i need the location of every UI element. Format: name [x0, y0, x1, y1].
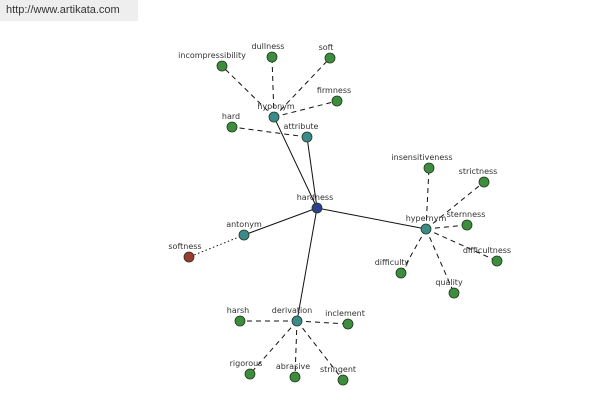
edge-derivation-inclement	[296, 320, 349, 325]
source-url: http://www.artikata.com	[0, 0, 138, 21]
node-firmness[interactable]: firmness	[317, 86, 351, 107]
node-label-abrasive: abrasive	[276, 362, 310, 371]
node-marker-attribute[interactable]	[301, 131, 313, 143]
node-difficultness[interactable]: difficultness	[463, 246, 511, 267]
edge-hardness-attribute	[306, 136, 318, 209]
node-marker-soft[interactable]	[324, 52, 336, 64]
node-label-soft: soft	[319, 43, 334, 52]
node-label-incompressibility: incompressibility	[178, 51, 246, 60]
node-marker-sternness[interactable]	[461, 219, 473, 231]
node-hardness[interactable]: hardness	[297, 193, 334, 214]
node-label-dullness: dullness	[252, 42, 285, 51]
node-label-quality: quality	[435, 278, 463, 287]
node-marker-difficulty[interactable]	[395, 267, 407, 279]
node-label-attribute: attribute	[284, 122, 319, 131]
edge-attribute-hard	[231, 126, 308, 138]
node-inclement[interactable]: inclement	[325, 309, 365, 330]
node-dullness[interactable]: dullness	[252, 42, 285, 63]
node-marker-firmness[interactable]	[331, 95, 343, 107]
node-attribute[interactable]: attribute	[284, 122, 319, 143]
edge-antonym-softness	[188, 234, 245, 258]
node-label-sternness: sternness	[447, 210, 486, 219]
node-label-difficultness: difficultness	[463, 246, 511, 255]
node-quality[interactable]: quality	[435, 278, 463, 299]
edge-hyponym-incompressibility	[221, 65, 275, 118]
edge-derivation-abrasive	[294, 320, 298, 378]
node-label-hyponym: hyponym	[257, 102, 295, 111]
node-label-hardness: hardness	[297, 193, 334, 202]
node-label-insensitiveness: insensitiveness	[391, 153, 452, 162]
node-label-hypernym: hypernym	[406, 214, 447, 223]
edge-hypernym-insensitiveness	[425, 167, 430, 230]
node-label-derivation: derivation	[272, 306, 312, 315]
node-marker-hard[interactable]	[226, 121, 238, 133]
node-hypernym[interactable]: hypernym	[406, 214, 447, 235]
edge-derivation-stringent	[296, 320, 344, 381]
node-hard[interactable]: hard	[222, 112, 240, 133]
edge-hypernym-strictness	[425, 181, 485, 230]
node-difficulty[interactable]: difficulty	[375, 258, 410, 279]
node-harsh[interactable]: harsh	[227, 306, 250, 327]
node-marker-antonym[interactable]	[238, 229, 250, 241]
node-insensitiveness[interactable]: insensitiveness	[391, 153, 453, 174]
node-hyponym[interactable]: hyponym	[257, 102, 295, 123]
edge-hypernym-sternness	[425, 224, 468, 230]
node-label-softness: softness	[168, 242, 201, 251]
edge-hardness-antonym	[243, 207, 318, 236]
node-soft[interactable]: soft	[319, 43, 336, 64]
node-marker-hyponym[interactable]	[268, 111, 280, 123]
node-label-rigorous: rigorous	[230, 359, 263, 368]
edge-hyponym-dullness	[271, 56, 275, 118]
node-marker-softness[interactable]	[183, 251, 195, 263]
node-marker-abrasive[interactable]	[289, 371, 301, 383]
node-softness[interactable]: softness	[168, 242, 202, 263]
edge-hardness-hypernym	[316, 207, 427, 230]
node-antonym[interactable]: antonym	[226, 220, 262, 241]
edge-hardness-derivation	[296, 207, 318, 322]
node-label-hard: hard	[222, 112, 240, 121]
edge-derivation-rigorous	[249, 320, 298, 375]
node-strictness[interactable]: strictness	[459, 167, 498, 188]
edge-hardness-hyponym	[273, 116, 318, 209]
graph-edges	[188, 56, 498, 381]
node-label-inclement: inclement	[325, 309, 365, 318]
node-marker-difficultness[interactable]	[491, 255, 503, 267]
node-label-difficulty: difficulty	[375, 258, 410, 267]
node-sternness[interactable]: sternness	[447, 210, 486, 231]
node-marker-hardness[interactable]	[311, 202, 323, 214]
node-abrasive[interactable]: abrasive	[276, 362, 310, 383]
node-marker-derivation[interactable]	[291, 315, 303, 327]
edge-hypernym-quality	[425, 228, 455, 294]
node-marker-incompressibility[interactable]	[216, 60, 228, 72]
node-incompressibility[interactable]: incompressibility	[178, 51, 246, 72]
node-marker-rigorous[interactable]	[244, 368, 256, 380]
node-label-strictness: strictness	[459, 167, 498, 176]
node-marker-stringent[interactable]	[337, 374, 349, 386]
edge-hyponym-firmness	[273, 100, 338, 118]
node-marker-inclement[interactable]	[342, 318, 354, 330]
edge-hyponym-soft	[273, 57, 331, 118]
graph-nodes: hardness hyponym attribute antonym hypernym d…	[168, 42, 511, 386]
node-marker-hypernym[interactable]	[420, 223, 432, 235]
node-stringent[interactable]: stringent	[320, 365, 356, 386]
node-label-stringent: stringent	[320, 365, 356, 374]
node-marker-dullness[interactable]	[266, 51, 278, 63]
node-marker-harsh[interactable]	[234, 315, 246, 327]
node-label-firmness: firmness	[317, 86, 351, 95]
edge-hypernym-difficultness	[425, 228, 498, 262]
node-marker-quality[interactable]	[448, 287, 460, 299]
node-derivation[interactable]: derivation	[272, 306, 312, 327]
node-marker-insensitiveness[interactable]	[423, 162, 435, 174]
node-label-harsh: harsh	[227, 306, 250, 315]
node-rigorous[interactable]: rigorous	[230, 359, 263, 380]
node-label-antonym: antonym	[226, 220, 262, 229]
node-marker-strictness[interactable]	[478, 176, 490, 188]
